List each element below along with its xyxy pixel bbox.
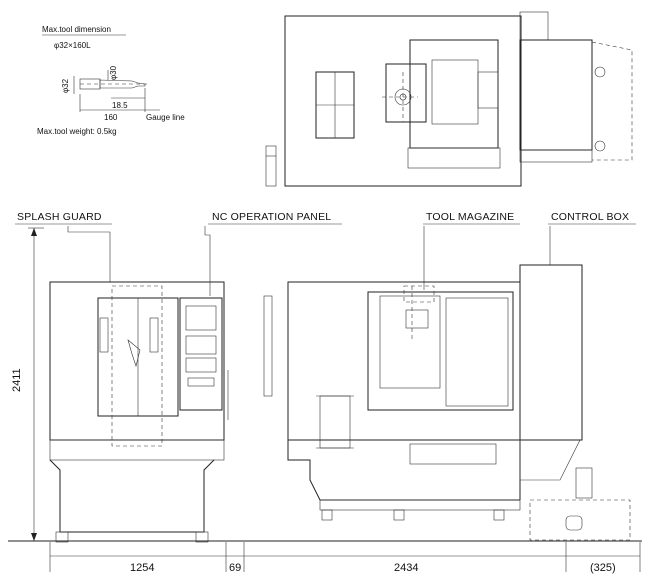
label-tool-magazine: TOOL MAGAZINE bbox=[426, 211, 514, 223]
side-width-value: 2434 bbox=[394, 562, 418, 574]
length-a-label: 18.5 bbox=[112, 101, 128, 110]
tool-weight-label: Max.tool weight: 0.5kg bbox=[37, 127, 117, 136]
label-control-box: CONTROL BOX bbox=[551, 211, 629, 223]
length-b-label: 160 bbox=[104, 113, 118, 122]
width-dimensions: 1254 69 2434 (325) bbox=[49, 542, 641, 574]
holder-dia-label: φ30 bbox=[109, 65, 118, 80]
tool-spec-dimension: φ32×160L bbox=[54, 41, 91, 50]
side-window bbox=[367, 291, 514, 411]
gauge-line-label: Gauge line bbox=[146, 113, 185, 122]
control-box-outline bbox=[519, 264, 583, 441]
tool-sketch bbox=[73, 70, 160, 112]
front-view bbox=[49, 281, 229, 543]
tool-spec-block: Max.tool dimension φ32×160L φ32 φ30 18.5… bbox=[37, 25, 185, 136]
side-view bbox=[263, 281, 521, 521]
callout-labels: SPLASH GUARD NC OPERATION PANEL TOOL MAG… bbox=[15, 211, 636, 296]
height-value: 2411 bbox=[11, 368, 23, 392]
gap-value: 69 bbox=[229, 562, 241, 574]
shank-dia-label: φ32 bbox=[61, 78, 70, 93]
side-outline bbox=[287, 281, 521, 441]
tool-spec-title: Max.tool dimension bbox=[42, 25, 111, 34]
plan-view bbox=[265, 11, 633, 187]
control-box-depth-value: (325) bbox=[590, 562, 616, 574]
label-nc-panel: NC OPERATION PANEL bbox=[212, 211, 331, 223]
plan-outline bbox=[284, 15, 522, 187]
label-splash-guard: SPLASH GUARD bbox=[17, 211, 102, 223]
nc-panel-box bbox=[179, 297, 223, 411]
front-width-value: 1254 bbox=[130, 562, 154, 574]
nc-screen bbox=[185, 305, 217, 331]
height-dimension: 2411 bbox=[11, 227, 44, 541]
tool-magazine-unit bbox=[405, 309, 429, 329]
control-box-view bbox=[519, 264, 631, 541]
control-box-door bbox=[529, 499, 631, 541]
